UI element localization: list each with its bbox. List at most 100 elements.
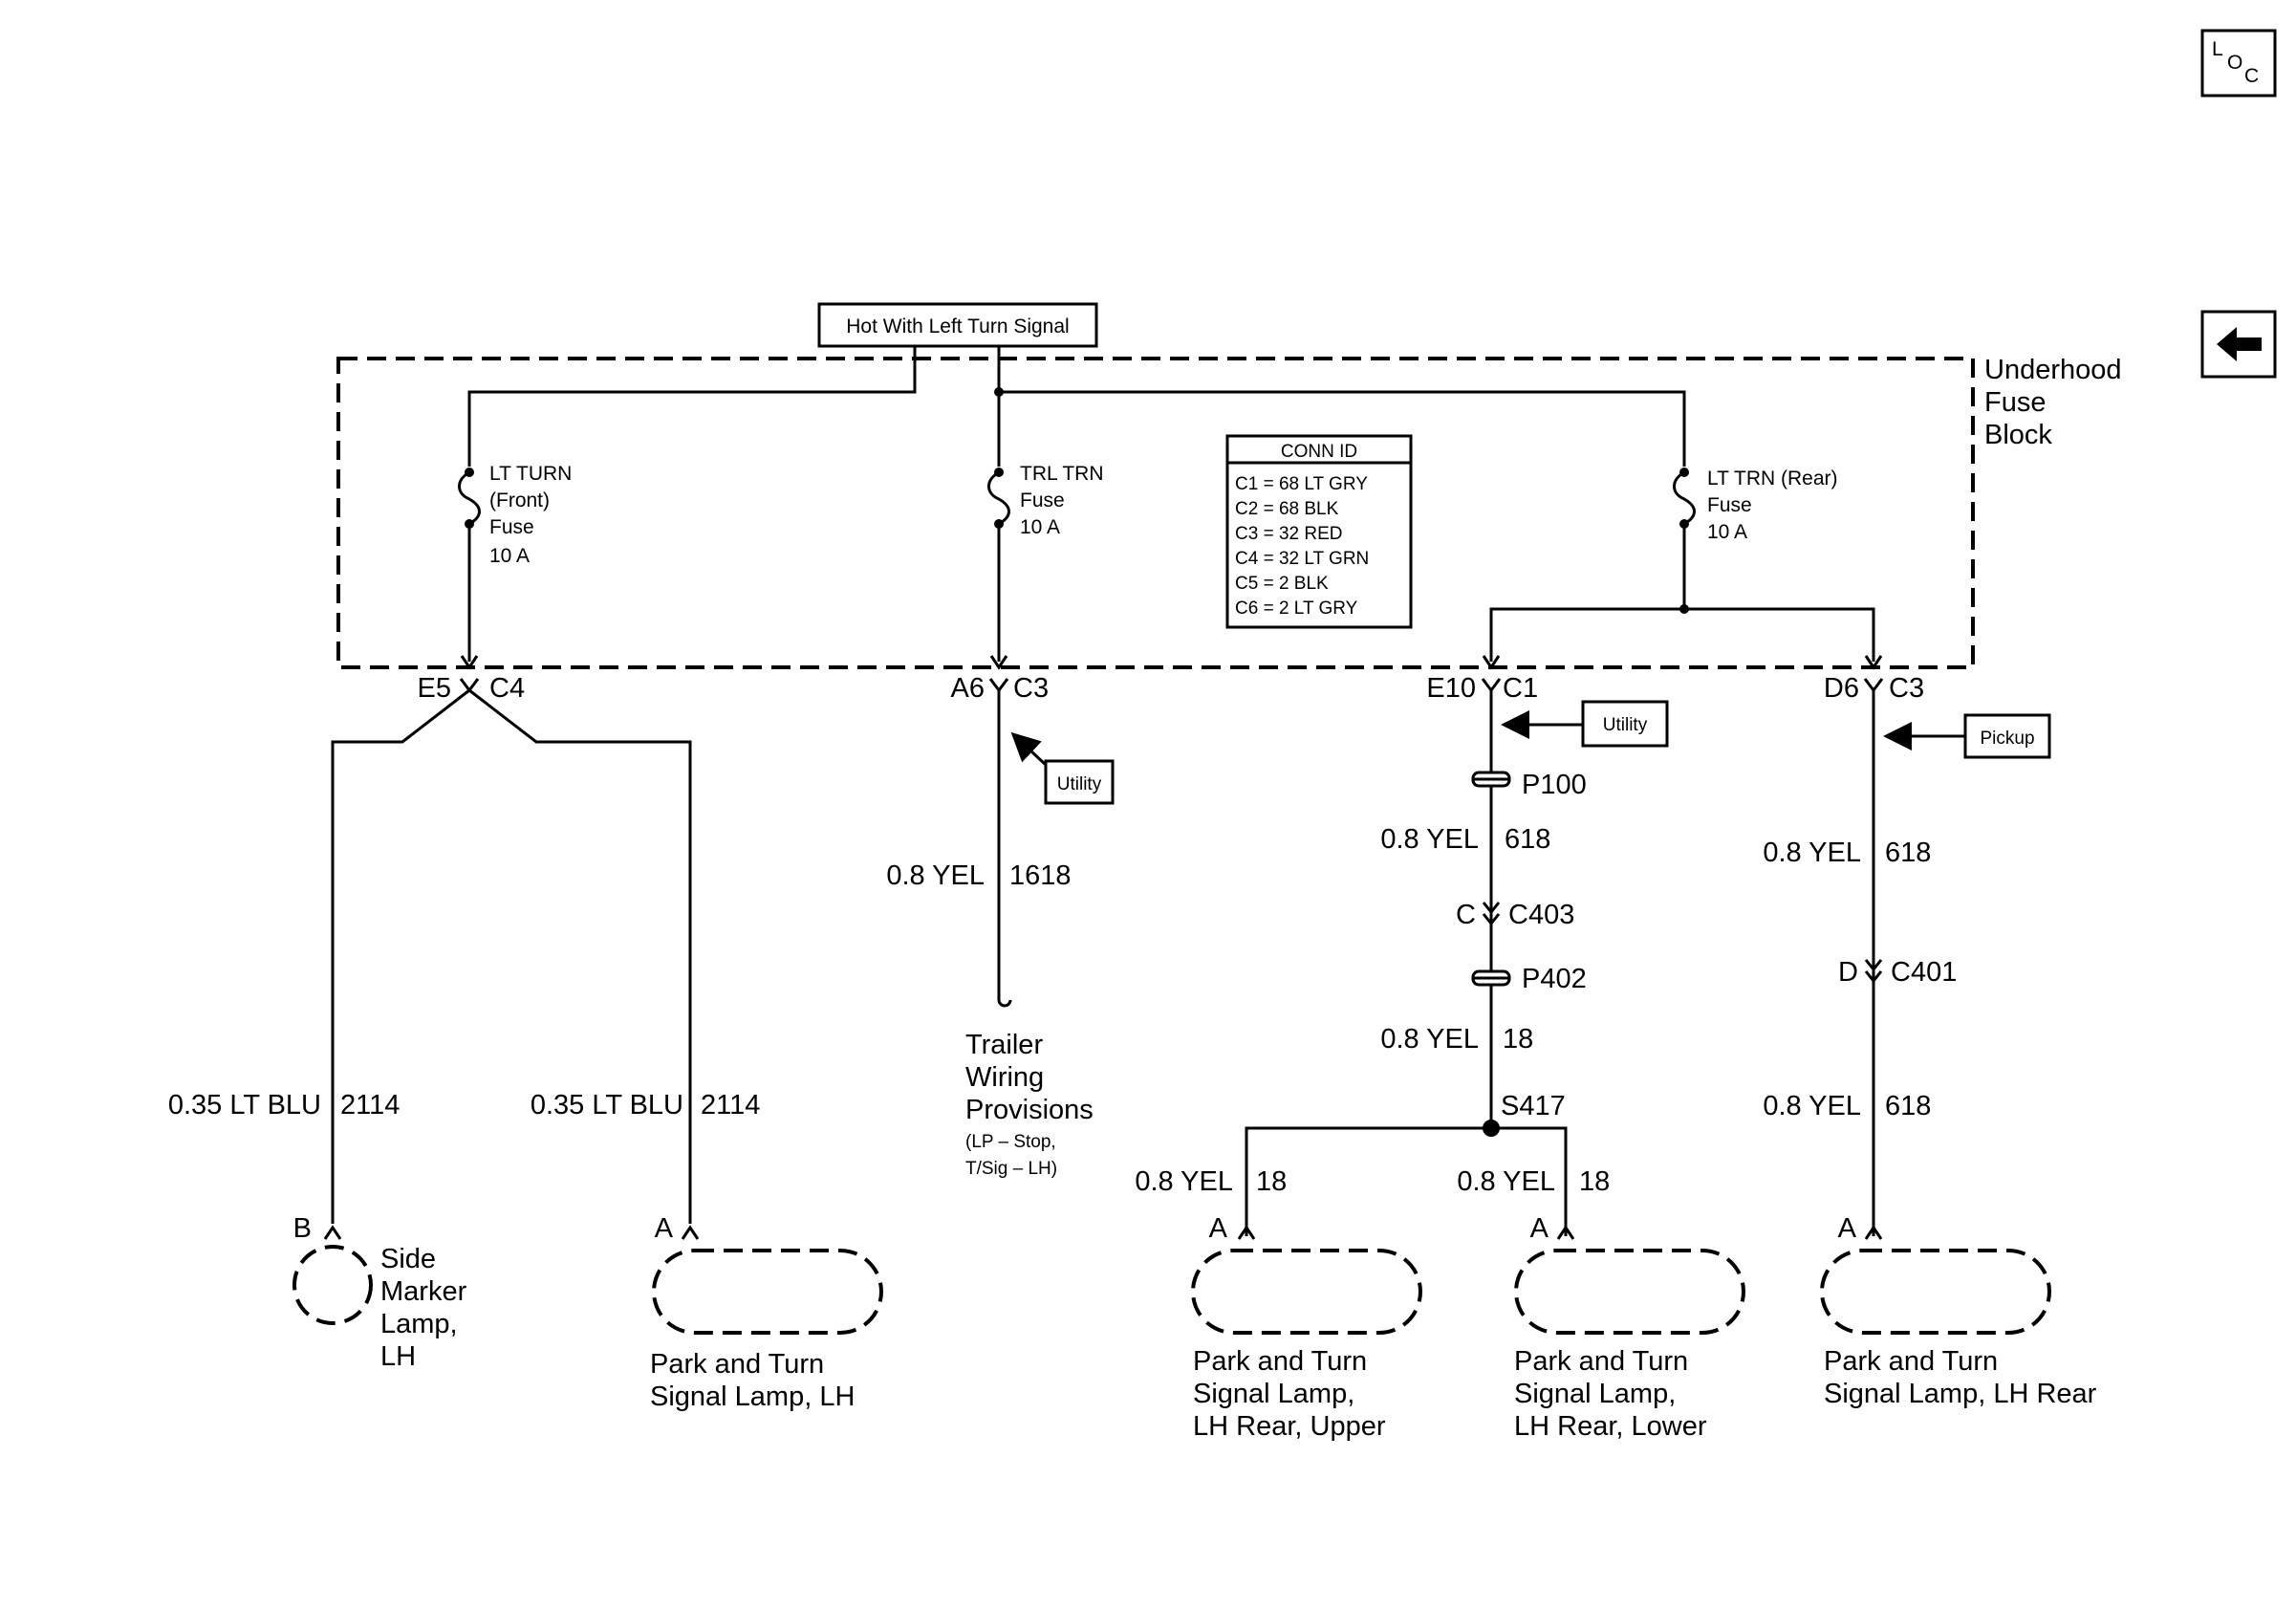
lamp-park-turn-lh: A Park and Turn Signal Lamp, LH (650, 1213, 883, 1412)
svg-text:0.8 YEL: 0.8 YEL (1457, 1166, 1555, 1197)
svg-text:C: C (1456, 900, 1476, 930)
svg-text:Fuse: Fuse (1020, 490, 1065, 511)
svg-text:Pickup: Pickup (1980, 729, 2034, 749)
svg-text:C3: C3 (1013, 673, 1049, 704)
svg-text:A6: A6 (951, 673, 985, 704)
svg-text:618: 618 (1505, 824, 1550, 855)
svg-text:Wiring: Wiring (965, 1062, 1044, 1093)
trailer-label: Trailer Wiring Provisions (LP – Stop, T/… (965, 1030, 1094, 1179)
svg-text:D: D (1838, 957, 1858, 988)
svg-text:Underhood: Underhood (1984, 355, 2122, 385)
svg-text:Block: Block (1984, 420, 2052, 450)
svg-text:T/Sig – LH): T/Sig – LH) (965, 1159, 1057, 1179)
svg-text:(Front): (Front) (489, 490, 550, 511)
svg-text:E5: E5 (418, 673, 451, 704)
lamp-park-turn-lh-rear: A Park and Turn Signal Lamp, LH Rear (1820, 1213, 2097, 1409)
svg-text:C3: C3 (1889, 673, 1924, 704)
svg-text:2114: 2114 (340, 1090, 400, 1120)
svg-text:0.8 YEL: 0.8 YEL (1763, 838, 1861, 868)
svg-text:Lamp,: Lamp, (380, 1309, 458, 1339)
svg-text:Signal Lamp,: Signal Lamp, (1193, 1379, 1354, 1409)
svg-text:A: A (1838, 1213, 1857, 1244)
svg-text:Park and Turn: Park and Turn (1514, 1346, 1688, 1377)
svg-text:Fuse: Fuse (1984, 387, 2046, 418)
svg-text:C403: C403 (1508, 900, 1574, 930)
pickup-tag: Pickup (1883, 713, 2051, 759)
svg-text:C6 = 2 LT GRY: C6 = 2 LT GRY (1235, 598, 1358, 619)
svg-text:0.35 LT BLU: 0.35 LT BLU (531, 1090, 683, 1120)
svg-text:C5 = 2 BLK: C5 = 2 BLK (1235, 574, 1329, 594)
lamp-park-turn-lh-rear-upper: A Park and Turn Signal Lamp, LH Rear, Up… (1191, 1213, 1422, 1442)
svg-text:Fuse: Fuse (1707, 494, 1752, 516)
source-label-box: Hot With Left Turn Signal (817, 302, 1098, 348)
svg-text:10 A: 10 A (1707, 521, 1747, 543)
svg-text:A: A (1530, 1213, 1549, 1244)
svg-text:P100: P100 (1522, 770, 1587, 800)
svg-text:S417: S417 (1501, 1091, 1566, 1121)
svg-text:L: L (2212, 38, 2223, 60)
svg-text:10 A: 10 A (1020, 516, 1060, 538)
svg-text:Side: Side (380, 1244, 436, 1274)
svg-text:Park and Turn: Park and Turn (1824, 1346, 1998, 1377)
back-button[interactable] (2200, 310, 2277, 379)
fuse-block-label: Underhood Fuse Block (1984, 355, 2122, 450)
svg-text:1618: 1618 (1009, 860, 1072, 891)
svg-text:C1 = 68 LT GRY: C1 = 68 LT GRY (1235, 474, 1368, 494)
svg-text:A: A (655, 1213, 674, 1244)
svg-text:Provisions: Provisions (965, 1095, 1094, 1125)
svg-text:E10: E10 (1426, 673, 1476, 704)
svg-text:Utility: Utility (1603, 715, 1648, 735)
fuse-lt-turn-front: LT TURN (Front) Fuse 10 A (458, 463, 572, 662)
svg-text:Signal Lamp, LH: Signal Lamp, LH (650, 1382, 855, 1412)
svg-text:TRL TRN: TRL TRN (1020, 463, 1104, 485)
svg-text:Signal Lamp, LH Rear: Signal Lamp, LH Rear (1824, 1379, 2097, 1409)
svg-text:Park and Turn: Park and Turn (650, 1349, 824, 1380)
svg-text:LH Rear, Upper: LH Rear, Upper (1193, 1411, 1386, 1442)
fuse-output-arrows (460, 655, 1883, 670)
svg-text:Utility: Utility (1057, 774, 1102, 794)
svg-text:C: C (2244, 65, 2259, 87)
svg-text:Signal Lamp,: Signal Lamp, (1514, 1379, 1676, 1409)
svg-text:LH: LH (380, 1341, 416, 1372)
svg-text:C1: C1 (1503, 673, 1538, 704)
circuit-rear-lh: E10 C1 P100 0.8 YEL 618 C C403 P402 0.8 … (1135, 673, 1610, 1236)
lamp-side-marker-lh: B Side Marker Lamp, LH (292, 1213, 467, 1372)
svg-text:618: 618 (1885, 1091, 1931, 1121)
svg-text:0.35 LT BLU: 0.35 LT BLU (168, 1090, 321, 1120)
svg-text:618: 618 (1885, 838, 1931, 868)
svg-text:10 A: 10 A (489, 545, 530, 567)
svg-text:C3 = 32 RED: C3 = 32 RED (1235, 524, 1342, 544)
bus-wiring (467, 346, 1686, 467)
svg-text:CONN ID: CONN ID (1281, 442, 1357, 462)
svg-text:B: B (293, 1213, 312, 1244)
svg-text:P402: P402 (1522, 964, 1587, 994)
svg-text:A: A (1209, 1213, 1228, 1244)
fuse-trl-trn: TRL TRN Fuse 10 A (987, 463, 1104, 662)
utility-tag-1: Utility (1010, 731, 1115, 805)
fuse-block-boundary (336, 357, 1975, 669)
circuit-trailer: A6 C3 0.8 YEL 1618 (886, 673, 1072, 1008)
svg-text:O: O (2227, 52, 2242, 74)
svg-text:0.8 YEL: 0.8 YEL (1763, 1091, 1861, 1121)
svg-text:0.8 YEL: 0.8 YEL (1380, 1024, 1479, 1055)
svg-text:Fuse: Fuse (489, 516, 534, 538)
svg-text:Park and Turn: Park and Turn (1193, 1346, 1367, 1377)
svg-text:18: 18 (1579, 1166, 1610, 1197)
conn-id-table: CONN ID C1 = 68 LT GRY C2 = 68 BLK C3 = … (1225, 434, 1413, 629)
circuit-front-lh: E5 C4 0.35 LT BLU 2114 0.35 LT BLU 2114 (168, 673, 760, 1224)
svg-text:Hot With Left Turn Signal: Hot With Left Turn Signal (846, 315, 1069, 337)
left-arrow-icon (2217, 327, 2262, 361)
utility-tag-2: Utility (1501, 700, 1669, 748)
svg-text:LT TURN: LT TURN (489, 463, 572, 485)
svg-text:18: 18 (1256, 1166, 1287, 1197)
svg-text:(LP – Stop,: (LP – Stop, (965, 1132, 1056, 1152)
svg-text:LT TRN (Rear): LT TRN (Rear) (1707, 468, 1838, 490)
lamp-park-turn-lh-rear-lower: A Park and Turn Signal Lamp, LH Rear, Lo… (1514, 1213, 1745, 1442)
svg-text:Marker: Marker (380, 1276, 467, 1307)
svg-text:LH Rear, Lower: LH Rear, Lower (1514, 1411, 1707, 1442)
svg-text:2114: 2114 (701, 1090, 760, 1120)
loc-button[interactable]: L O C (2200, 29, 2277, 98)
svg-text:0.8 YEL: 0.8 YEL (1135, 1166, 1233, 1197)
svg-text:0.8 YEL: 0.8 YEL (886, 860, 985, 891)
